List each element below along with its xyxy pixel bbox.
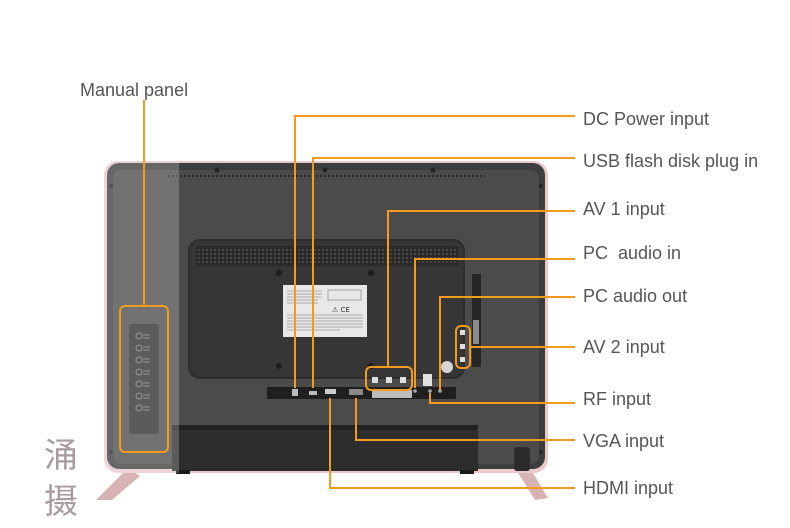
label-hdmi-input: HDMI input [583,478,674,498]
vga-port [349,389,363,395]
manual-panel-area [104,161,179,473]
label-rf-input: RF input [583,389,652,409]
label-usb-flash-disk-plug-in: USB flash disk plug in [583,151,759,171]
watermark-char-2: 摄 [44,482,78,522]
left-leg [96,468,140,500]
label-pc-audio-in: PC audio in [583,243,682,263]
callout-av1-box [365,366,413,391]
port-strip [267,387,456,399]
label-manual-panel: Manual panel [80,80,189,100]
label-vga-input: VGA input [583,431,665,451]
callout-pc-audio-out [439,296,575,390]
callout-rf-input [429,393,575,404]
callout-vga-input [355,398,575,441]
right-leg [515,468,548,500]
mount-knob [441,361,453,373]
label-pc-audio-out: PC audio out [583,286,688,306]
caution-sticker: ⚠ CE [283,285,367,337]
av2-jack-bracket [473,320,479,344]
av1-jacks [372,377,406,383]
av2-jacks [460,330,465,362]
dc-port [292,389,298,396]
label-dc-power-input: DC Power input [583,109,710,129]
callout-dc-power-input [294,115,575,388]
callout-manual-panel-box [119,305,169,453]
label-av2-input: AV 2 input [583,337,665,357]
callout-usb-flash-disk [312,157,575,388]
stand-bar [172,425,478,474]
callout-pc-audio-in [414,258,575,388]
callout-hdmi-input [329,398,575,489]
label-av1-input: AV 1 input [583,199,665,219]
usb-port [309,391,317,395]
rf-connector [423,374,432,386]
sticker-symbols: ⚠ CE [332,306,350,314]
watermark-char-1: 涌 [44,436,78,476]
hdmi-port [325,389,336,394]
callout-av1-input [387,210,575,367]
callout-av2-box [455,325,471,369]
right-stand-foot [514,447,530,471]
